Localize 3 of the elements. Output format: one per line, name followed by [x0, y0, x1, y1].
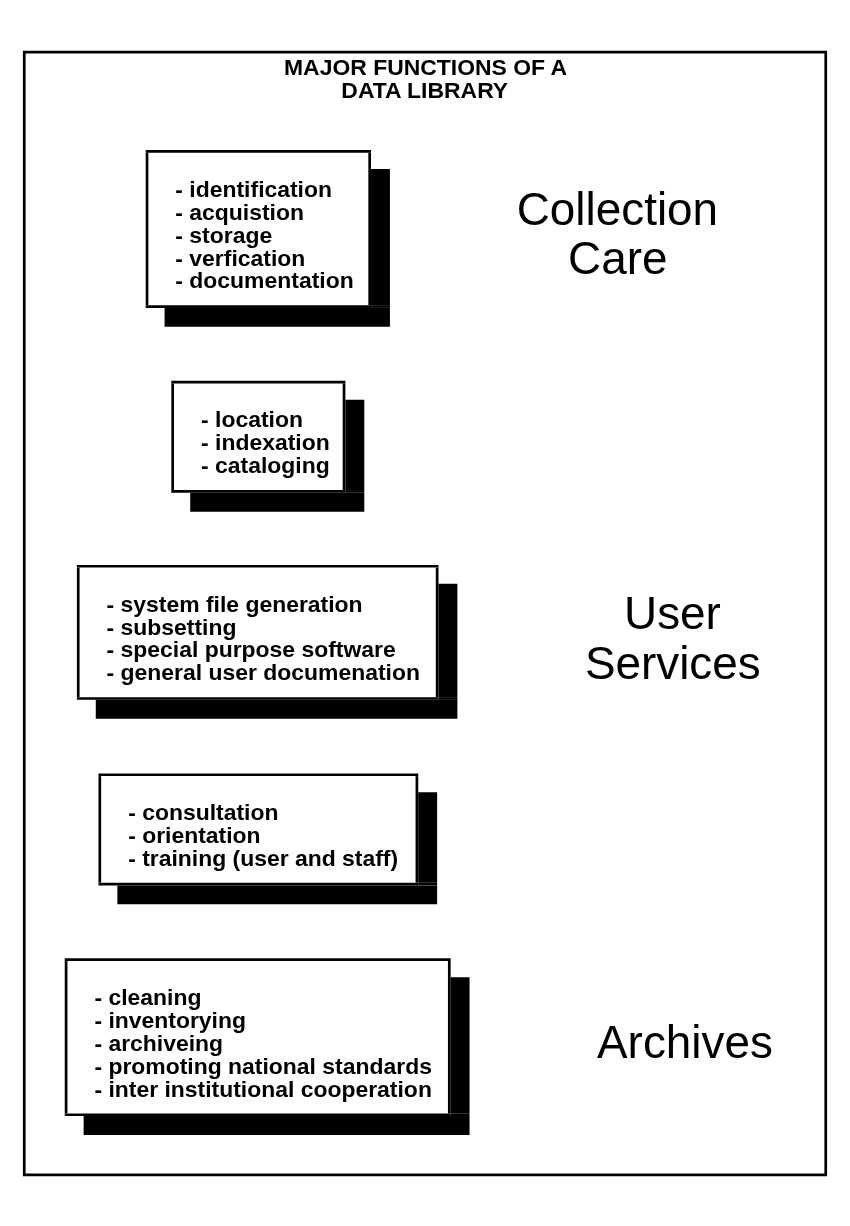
label: Archives	[597, 1015, 773, 1068]
label: Collection Care	[516, 182, 719, 284]
label: User Services	[584, 586, 761, 689]
